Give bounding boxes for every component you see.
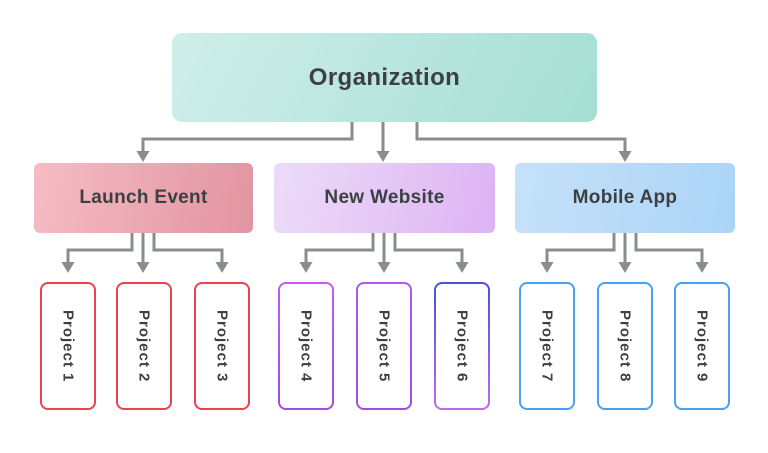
node-project-9-label: Project 9 [693, 309, 711, 383]
node-project-6-label: Project 6 [453, 309, 471, 383]
node-project-5-label: Project 5 [375, 309, 393, 383]
connector-new-website-to-project-6 [393, 233, 469, 273]
node-project-3: Project 3 [194, 282, 250, 410]
node-project-4: Project 4 [278, 282, 334, 410]
node-launch-event-label: Launch Event [79, 187, 208, 208]
node-project-2-label: Project 2 [135, 309, 153, 383]
node-project-7-label: Project 7 [538, 309, 556, 383]
connector-mobile-app-to-project-7 [540, 233, 616, 273]
connector-launch-event-to-project-2 [136, 233, 150, 273]
node-launch-event: Launch Event [34, 163, 253, 233]
connector-root-to-launch-event [136, 122, 354, 162]
connector-launch-event-to-project-1 [61, 233, 134, 273]
node-project-1-body: Project 1 [42, 284, 94, 408]
node-project-2-body: Project 2 [118, 284, 170, 408]
connector-mobile-app-to-project-9 [634, 233, 709, 273]
node-project-1-label: Project 1 [59, 309, 77, 383]
node-project-7: Project 7 [519, 282, 575, 410]
node-organization-label: Organization [308, 63, 461, 91]
node-project-9-body: Project 9 [676, 284, 728, 408]
connector-launch-event-to-project-3 [152, 233, 229, 273]
connector-mobile-app-to-project-8 [618, 233, 632, 273]
node-project-3-label: Project 3 [213, 309, 231, 383]
node-project-8-label: Project 8 [616, 309, 634, 383]
node-project-9: Project 9 [674, 282, 730, 410]
node-project-6-body: Project 6 [436, 284, 488, 408]
node-project-2: Project 2 [116, 282, 172, 410]
node-project-6: Project 6 [434, 282, 490, 410]
node-project-7-body: Project 7 [521, 284, 573, 408]
connector-root-to-new-website [376, 122, 390, 162]
node-project-4-label: Project 4 [297, 309, 315, 383]
node-project-5: Project 5 [356, 282, 412, 410]
connector-new-website-to-project-4 [299, 233, 375, 273]
node-new-website: New Website [274, 163, 495, 233]
node-new-website-label: New Website [324, 187, 445, 208]
node-mobile-app-label: Mobile App [572, 187, 678, 208]
node-project-5-body: Project 5 [358, 284, 410, 408]
node-mobile-app: Mobile App [515, 163, 735, 233]
node-project-8: Project 8 [597, 282, 653, 410]
node-project-1: Project 1 [40, 282, 96, 410]
node-project-8-body: Project 8 [599, 284, 651, 408]
connector-root-to-mobile-app [415, 122, 632, 162]
node-organization: Organization [172, 33, 597, 122]
connector-new-website-to-project-5 [377, 233, 391, 273]
node-project-4-body: Project 4 [280, 284, 332, 408]
node-project-3-body: Project 3 [196, 284, 248, 408]
